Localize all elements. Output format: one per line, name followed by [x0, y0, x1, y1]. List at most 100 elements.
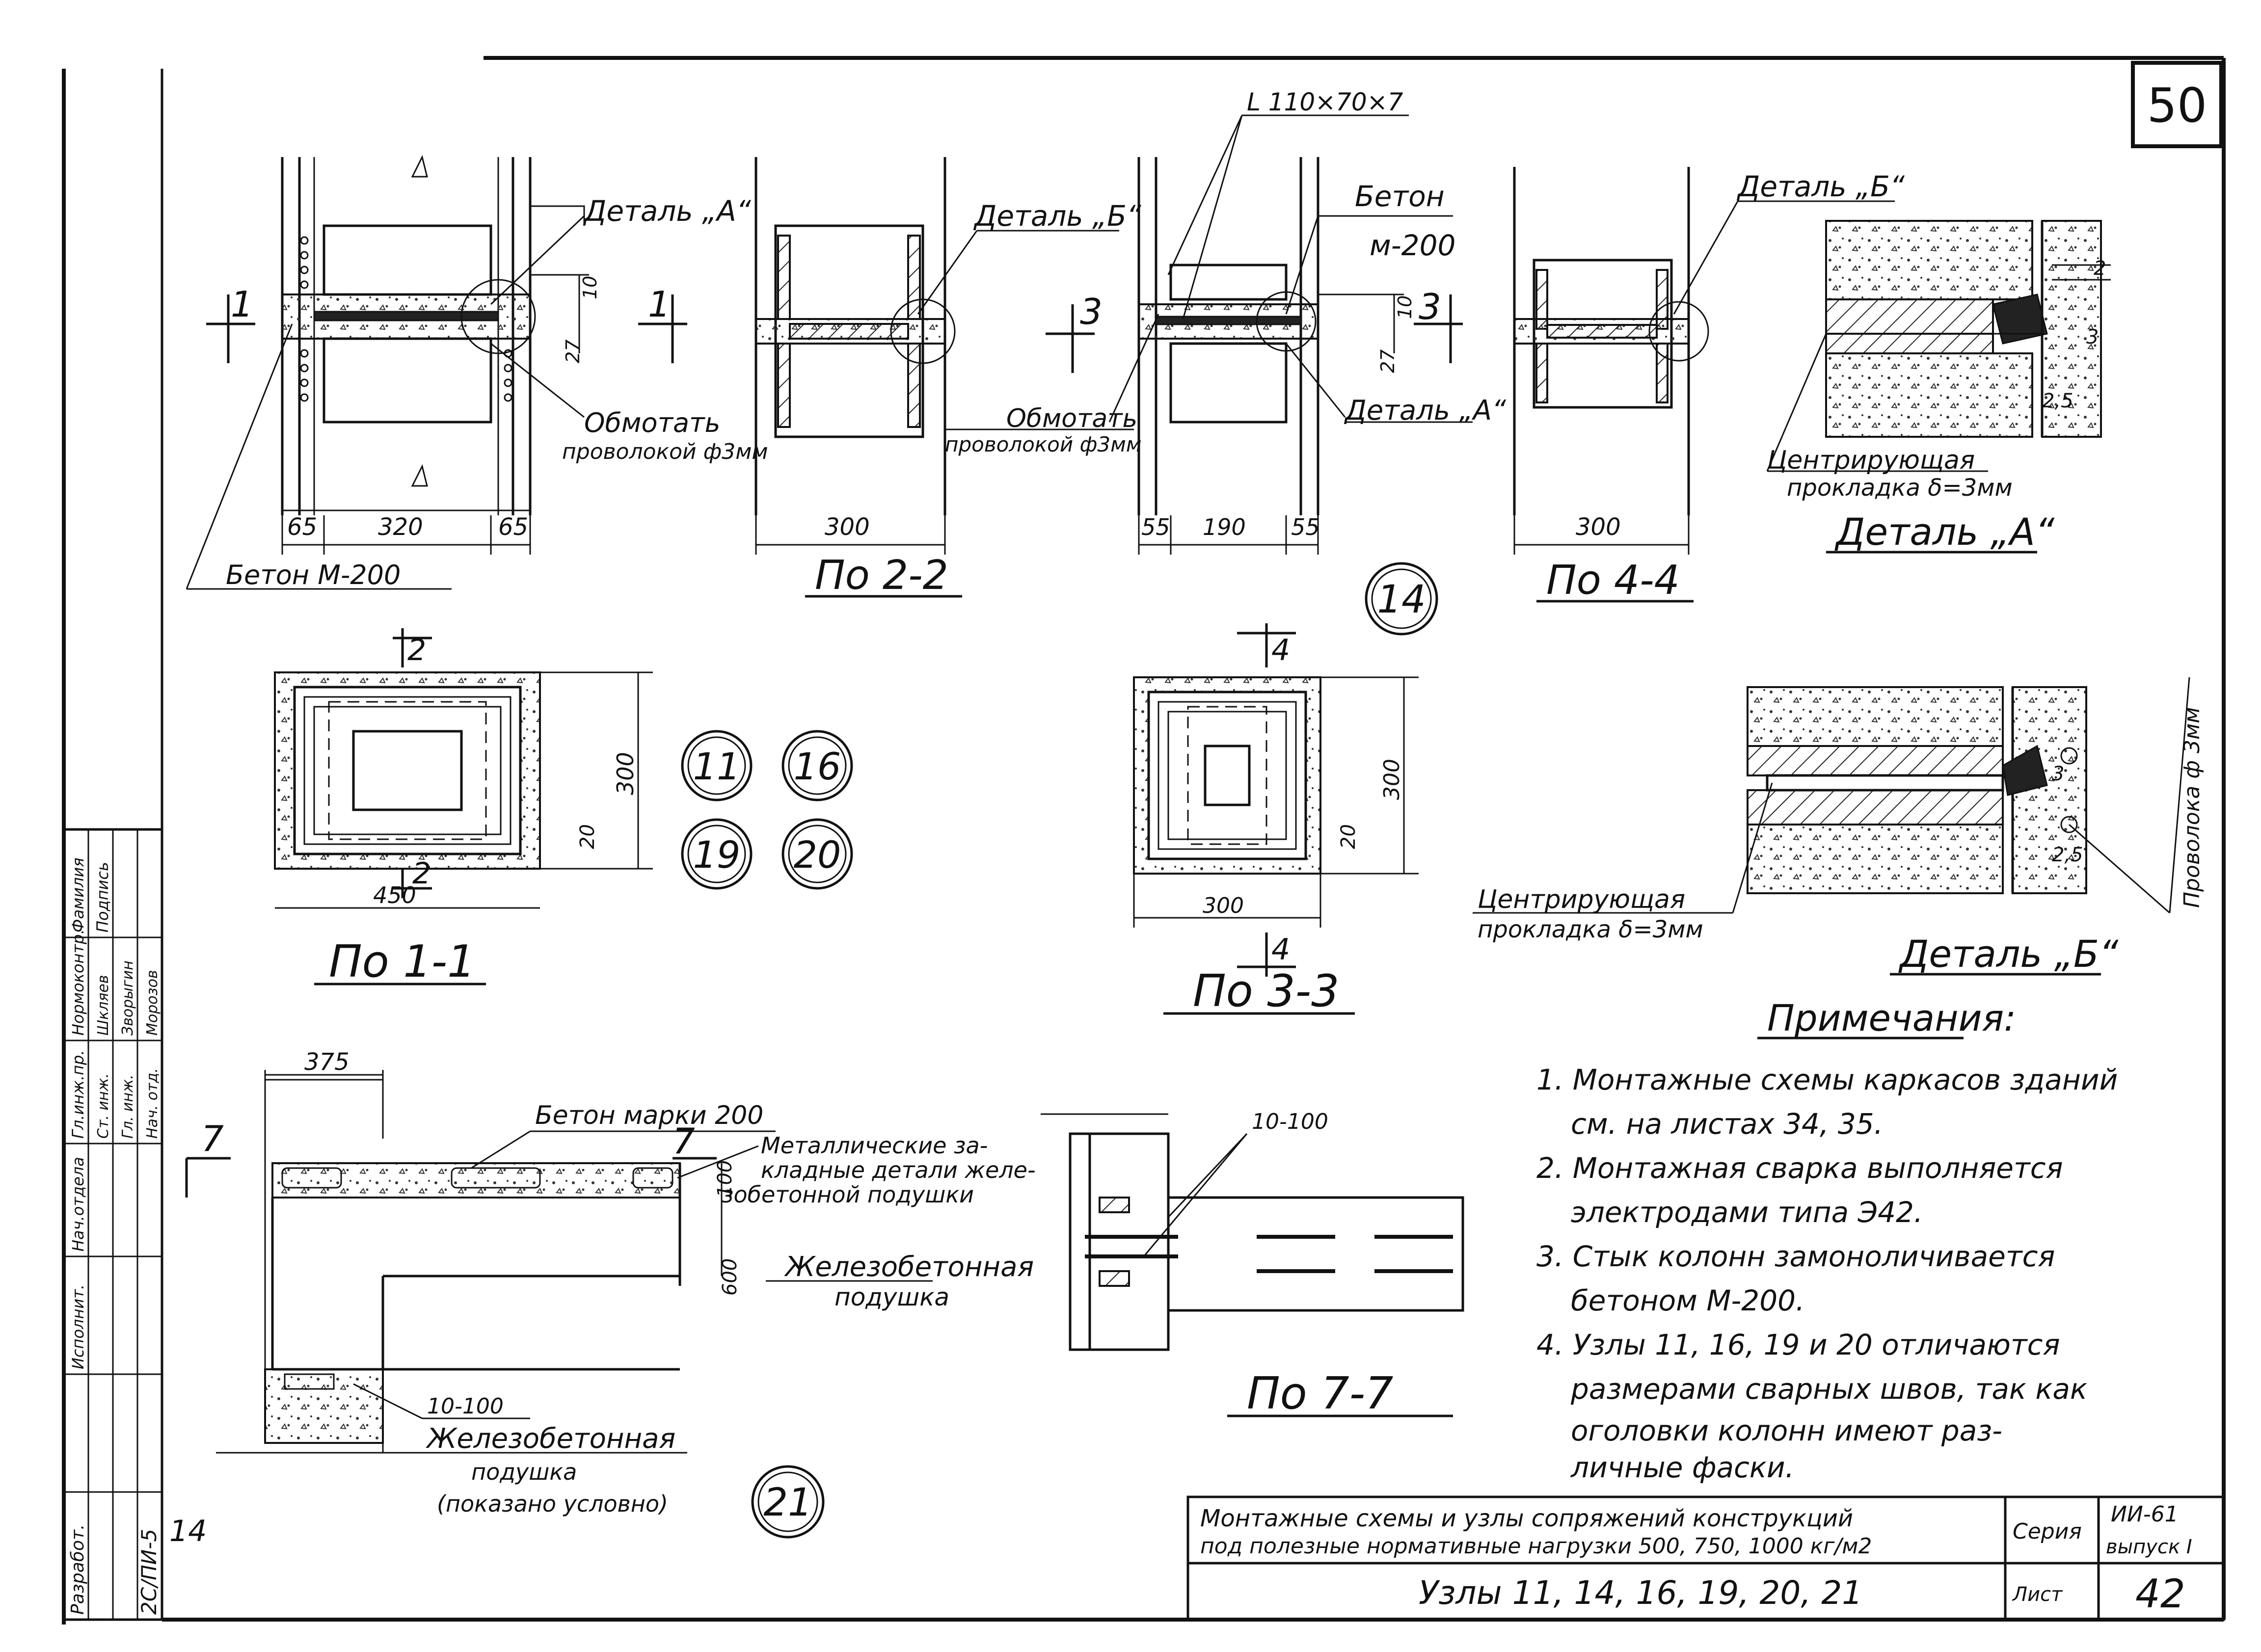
plan-1-1 [274, 671, 541, 870]
dim-10-node11: 10 [579, 276, 601, 299]
stamp-row-2-role: Гл. инж. [119, 1074, 136, 1139]
stamp-row-3-role: Нач. отд. [144, 1068, 161, 1139]
cut-4-bottom-label: 4 [1271, 933, 1290, 967]
detail-a-dim-3: 3 [2086, 326, 2099, 348]
view-7-7-title: По 7-7 [1247, 1368, 1393, 1419]
label-concrete-grade: Бетон марки 200 [535, 1101, 763, 1130]
view-4-4-title: По 4-4 [1546, 557, 1680, 604]
detail-a-centering-2: прокладка δ=3мм [1787, 474, 2013, 502]
view-3-3-title: По 3-3 [1193, 965, 1339, 1017]
detail-b-wire-label: Проволока ф 3мм [2180, 707, 2205, 908]
note-line-10: личные фаски. [1570, 1451, 1794, 1484]
series-label: Серия [2013, 1519, 2082, 1544]
detail-a-drawing [1825, 220, 2102, 438]
note-line-8: размерами сварных швов, так как [1570, 1372, 2087, 1406]
node-21-section [264, 1070, 681, 1444]
weld-10-100-right: 10-100 [1252, 1109, 1328, 1134]
archive-number: 14 [169, 1514, 207, 1548]
cut-1-left-label: 1 [231, 284, 253, 325]
detail-b-dim-3: 3 [2052, 763, 2064, 785]
section-3-3-elevation [1137, 157, 1319, 515]
dim-320: 320 [378, 513, 423, 541]
cut-3-right-label: 3 [1419, 286, 1441, 327]
node-14-label: 14 [1377, 578, 1426, 622]
plan33-dim-300h: 300 [1203, 893, 1244, 918]
dim-55-left: 55 [1141, 514, 1170, 540]
dim-100: 100 [714, 1160, 736, 1198]
cut-1-right-label: 1 [648, 284, 671, 325]
label-wire-wrap-1b: проволокой ф3мм [562, 439, 768, 464]
issue-label: выпуск I [2106, 1536, 2192, 1558]
page-number: 50 [2147, 78, 2207, 133]
sheet-label: Лист [2012, 1583, 2063, 1606]
label-rc-cushion-left-3: (показано условно) [437, 1491, 668, 1517]
stamp-header-dept: Нач.отдела [69, 1157, 87, 1252]
sheet-number: 42 [2135, 1571, 2185, 1617]
note-line-3: 2. Монтажная сварка выполняется [1536, 1151, 2063, 1185]
plan11-dim-300: 300 [612, 752, 639, 795]
label-detail-b-1: Деталь „Б“ [973, 199, 1142, 233]
label-rc-cushion-left-2: подушка [471, 1459, 577, 1485]
dim-65-right: 65 [498, 513, 528, 541]
node-21-label: 21 [763, 1481, 812, 1525]
title-nodes: Узлы 11, 14, 16, 19, 20, 21 [1419, 1574, 1862, 1612]
detail-a-centering-1: Центрирующая [1767, 446, 1975, 475]
cut-3-left-label: 3 [1080, 291, 1103, 332]
cut-2-bottom-label: 2 [412, 856, 431, 891]
label-detail-a-1: Деталь „А“ [583, 194, 752, 228]
series-value: ИИ-61 [2111, 1502, 2179, 1527]
note-line-7: 4. Узлы 11, 16, 19 и 20 отличаются [1536, 1328, 2060, 1361]
detail-b-title: Деталь „Б“ [1898, 932, 2119, 976]
section-7-7 [1041, 1113, 1464, 1351]
notes-title: Примечания: [1767, 997, 2016, 1039]
dim-10-node14: 10 [1394, 295, 1416, 319]
label-metal-parts-1: Металлические за- [761, 1132, 988, 1159]
title-block [1186, 1495, 2225, 1621]
stamp-header-chief: Гл.инж.пр. [69, 1050, 87, 1139]
dim-55-right: 55 [1291, 514, 1320, 540]
view-1-1-title: По 1-1 [329, 936, 475, 987]
stamp-row-1-name: Шкляев [95, 975, 112, 1036]
label-wire-wrap-2a: Обмотать [1006, 404, 1137, 433]
stamp-header-surname: Фамилия [69, 857, 87, 933]
dim-65-left: 65 [287, 513, 317, 541]
plan33-dim-20: 20 [1337, 824, 1360, 849]
label-wire-wrap-2b: проволокой ф3мм [945, 432, 1142, 456]
title-line-1: Монтажные схемы и узлы сопряжений констр… [1200, 1505, 1853, 1532]
dim-375: 375 [304, 1048, 350, 1076]
stamp-header-norm: Нормоконтр. [69, 929, 87, 1036]
title-line-2: под полезные нормативные нагрузки 500, 7… [1200, 1534, 1872, 1559]
section-2-2-elevation [754, 157, 956, 515]
cut-7-left-label: 7 [201, 1118, 224, 1159]
dim-27-node14: 27 [1377, 349, 1399, 373]
label-metal-parts-2: кладные детали желе- [761, 1157, 1036, 1183]
detail-a-title: Деталь „А“ [1834, 510, 2055, 554]
label-rc-cushion-2: подушка [834, 1283, 949, 1311]
detail-b-dim-25: 2,5 [2052, 844, 2083, 866]
label-rc-cushion-1: Железобетонная [784, 1251, 1034, 1283]
label-concrete-line1: Бетон [1355, 180, 1445, 213]
angle-label: L 110×70×7 [1247, 88, 1403, 116]
detail-b-centering-1: Центрирующая [1478, 885, 1685, 914]
stamp-row-2-name: Зворыгин [119, 960, 136, 1036]
note-line-2: см. на листах 34, 35. [1571, 1107, 1883, 1141]
section-1-1-elevation [281, 155, 536, 515]
dim-600: 600 [719, 1258, 741, 1296]
dim-190: 190 [1203, 514, 1246, 540]
dim-300-sec22: 300 [825, 513, 870, 541]
label-rc-cushion-left-1: Железобетонная [426, 1423, 675, 1455]
note-line-1: 1. Монтажные схемы каркасов зданий [1536, 1063, 2118, 1096]
cut-2-top-label: 2 [407, 633, 426, 667]
detail-b-drawing [1747, 686, 2087, 894]
stamp-row-3-name: Морозов [144, 970, 161, 1036]
dim-300-sec44: 300 [1576, 513, 1621, 541]
section-4-4-elevation [1513, 167, 1709, 515]
note-line-9: оголовки колонн имеют раз- [1571, 1414, 2002, 1447]
dim-27-node11: 27 [562, 340, 584, 363]
label-concrete-m200: Бетон М-200 [226, 560, 401, 590]
label-detail-a-2: Деталь „А“ [1344, 395, 1507, 426]
node-19-label: 19 [693, 833, 741, 877]
stamp-header-executor: Исполнит. [69, 1284, 87, 1369]
approval-stamp [62, 828, 163, 1621]
